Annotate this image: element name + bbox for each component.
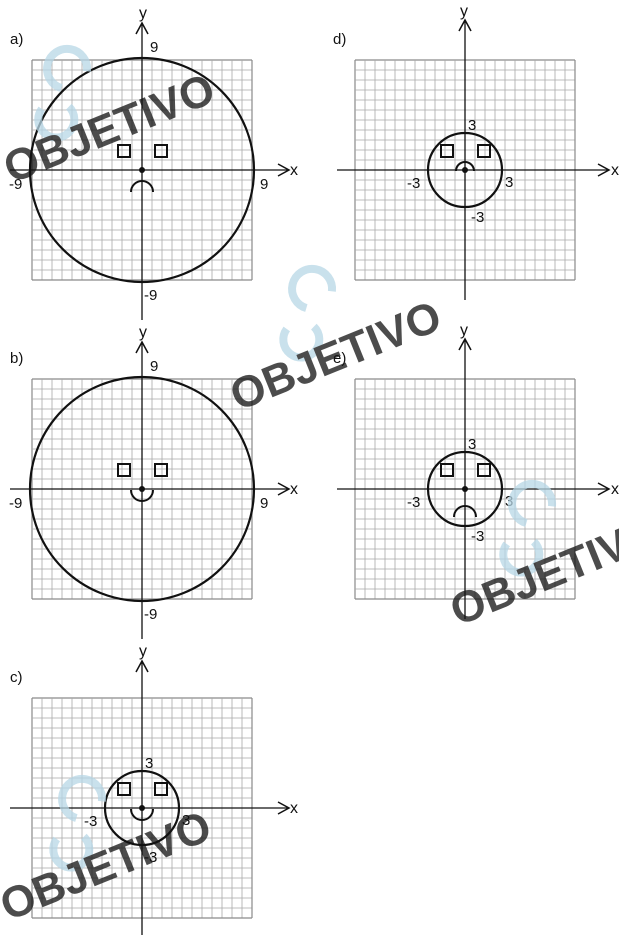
panel-a-x-axis-label: x <box>290 162 298 179</box>
watermark-4-logo-icon <box>49 774 107 872</box>
watermark-3-logo-icon <box>499 479 557 577</box>
panel-b-nose-dot <box>139 486 145 492</box>
panel-a-nose-dot <box>139 167 145 173</box>
panel-b-tick-pos-y: 9 <box>150 358 158 375</box>
panel-d-tick-pos-y: 3 <box>468 117 476 134</box>
panel-a-tick-pos-y: 9 <box>150 39 158 56</box>
panel-e-mouth <box>453 505 477 518</box>
panel-d-nose-dot <box>462 167 468 173</box>
panel-e-y-arrowhead <box>458 337 472 351</box>
panel-d: d) x y 3 -3 3 -3 <box>333 3 619 300</box>
watermark-2-logo-icon <box>279 264 337 362</box>
panel-d-mouth <box>455 161 475 172</box>
panel-c-right-eye <box>154 782 168 796</box>
panel-c-y-arrowhead <box>135 659 149 673</box>
panel-a-tick-neg-y: -9 <box>144 287 157 304</box>
panel-e-label: e) <box>333 350 346 367</box>
panel-c-x-axis-label: x <box>290 800 298 817</box>
panel-b-y-axis-label: y <box>139 324 147 341</box>
panel-e-tick-neg-y: -3 <box>471 528 484 545</box>
panel-c-tick-pos-y: 3 <box>145 755 153 772</box>
panel-d-tick-pos-x: 3 <box>505 174 513 191</box>
watermark-2-text: OBJETIVO <box>223 292 448 421</box>
panel-b-tick-pos-x: 9 <box>260 495 268 512</box>
panel-d-tick-neg-y: -3 <box>471 209 484 226</box>
panel-c-left-eye <box>117 782 131 796</box>
panel-c-tick-pos-x: 3 <box>182 812 190 829</box>
panel-d-left-eye <box>440 144 454 158</box>
watermark-1-logo-icon <box>34 44 92 142</box>
panel-d-y-arrowhead <box>458 18 472 32</box>
panel-e-x-axis-label: x <box>611 481 619 498</box>
watermark-4: OBJETIVO <box>0 774 218 931</box>
panel-d-face-circle <box>426 131 504 209</box>
panel-c-x-arrowhead <box>277 801 291 815</box>
panel-a-tick-neg-x: -9 <box>9 176 22 193</box>
watermark-1-text: OBJETIVO <box>0 64 222 193</box>
panel-b-face-circle <box>28 375 256 603</box>
panel-a-x-arrowhead <box>277 163 291 177</box>
panel-a-left-eye <box>117 144 131 158</box>
panel-d-right-eye <box>477 144 491 158</box>
panel-b-mouth <box>130 489 154 502</box>
panel-b-left-eye <box>117 463 131 477</box>
watermark-3: OBJETIVO <box>443 479 619 635</box>
panel-b-y-arrowhead <box>135 340 149 354</box>
panel-d-x-arrowhead <box>597 163 611 177</box>
panel-d-label: d) <box>333 31 346 48</box>
panel-a-tick-pos-x: 9 <box>260 176 268 193</box>
panel-b-tick-neg-x: -9 <box>9 495 22 512</box>
panel-c-mouth <box>130 808 154 821</box>
panel-c-y-axis-label: y <box>139 643 147 660</box>
panel-d-y-axis-label: y <box>460 3 468 20</box>
panel-d-tick-neg-x: -3 <box>407 175 420 192</box>
panel-e-right-eye <box>477 463 491 477</box>
panel-c-face-circle <box>103 769 181 847</box>
panel-a-face-circle <box>28 56 256 284</box>
panel-e-tick-neg-x: -3 <box>407 494 420 511</box>
panel-c: c) x y 3 -3 3 -3 <box>10 643 298 935</box>
panel-b-right-eye <box>154 463 168 477</box>
panel-b-label: b) <box>10 350 23 367</box>
panel-a-label: a) <box>10 31 23 48</box>
watermark-1: OBJETIVO <box>0 44 222 193</box>
panel-c-label: c) <box>10 669 23 686</box>
watermark-4-text: OBJETIVO <box>0 802 218 931</box>
panel-a-y-arrowhead <box>135 21 149 35</box>
panel-e-face-circle <box>426 450 504 528</box>
panel-b-x-axis-label: x <box>290 481 298 498</box>
panel-e-left-eye <box>440 463 454 477</box>
panel-e-nose-dot <box>462 486 468 492</box>
panel-b-x-arrowhead <box>277 482 291 496</box>
panel-a-right-eye <box>154 144 168 158</box>
panel-e-y-axis-label: y <box>460 322 468 339</box>
panel-a-mouth <box>130 180 154 193</box>
panel-c-tick-neg-y: -3 <box>144 849 157 866</box>
panel-a-y-axis-label: y <box>139 5 147 22</box>
panel-b-tick-neg-y: -9 <box>144 606 157 623</box>
panel-b: b) x y 9 -9 9 -9 <box>9 324 298 639</box>
panel-e-tick-pos-y: 3 <box>468 436 476 453</box>
panel-d-x-axis-label: x <box>611 162 619 179</box>
panel-e-x-arrowhead <box>597 482 611 496</box>
watermark-2: OBJETIVO <box>223 264 448 421</box>
panel-c-nose-dot <box>139 805 145 811</box>
panel-c-tick-neg-x: -3 <box>84 813 97 830</box>
